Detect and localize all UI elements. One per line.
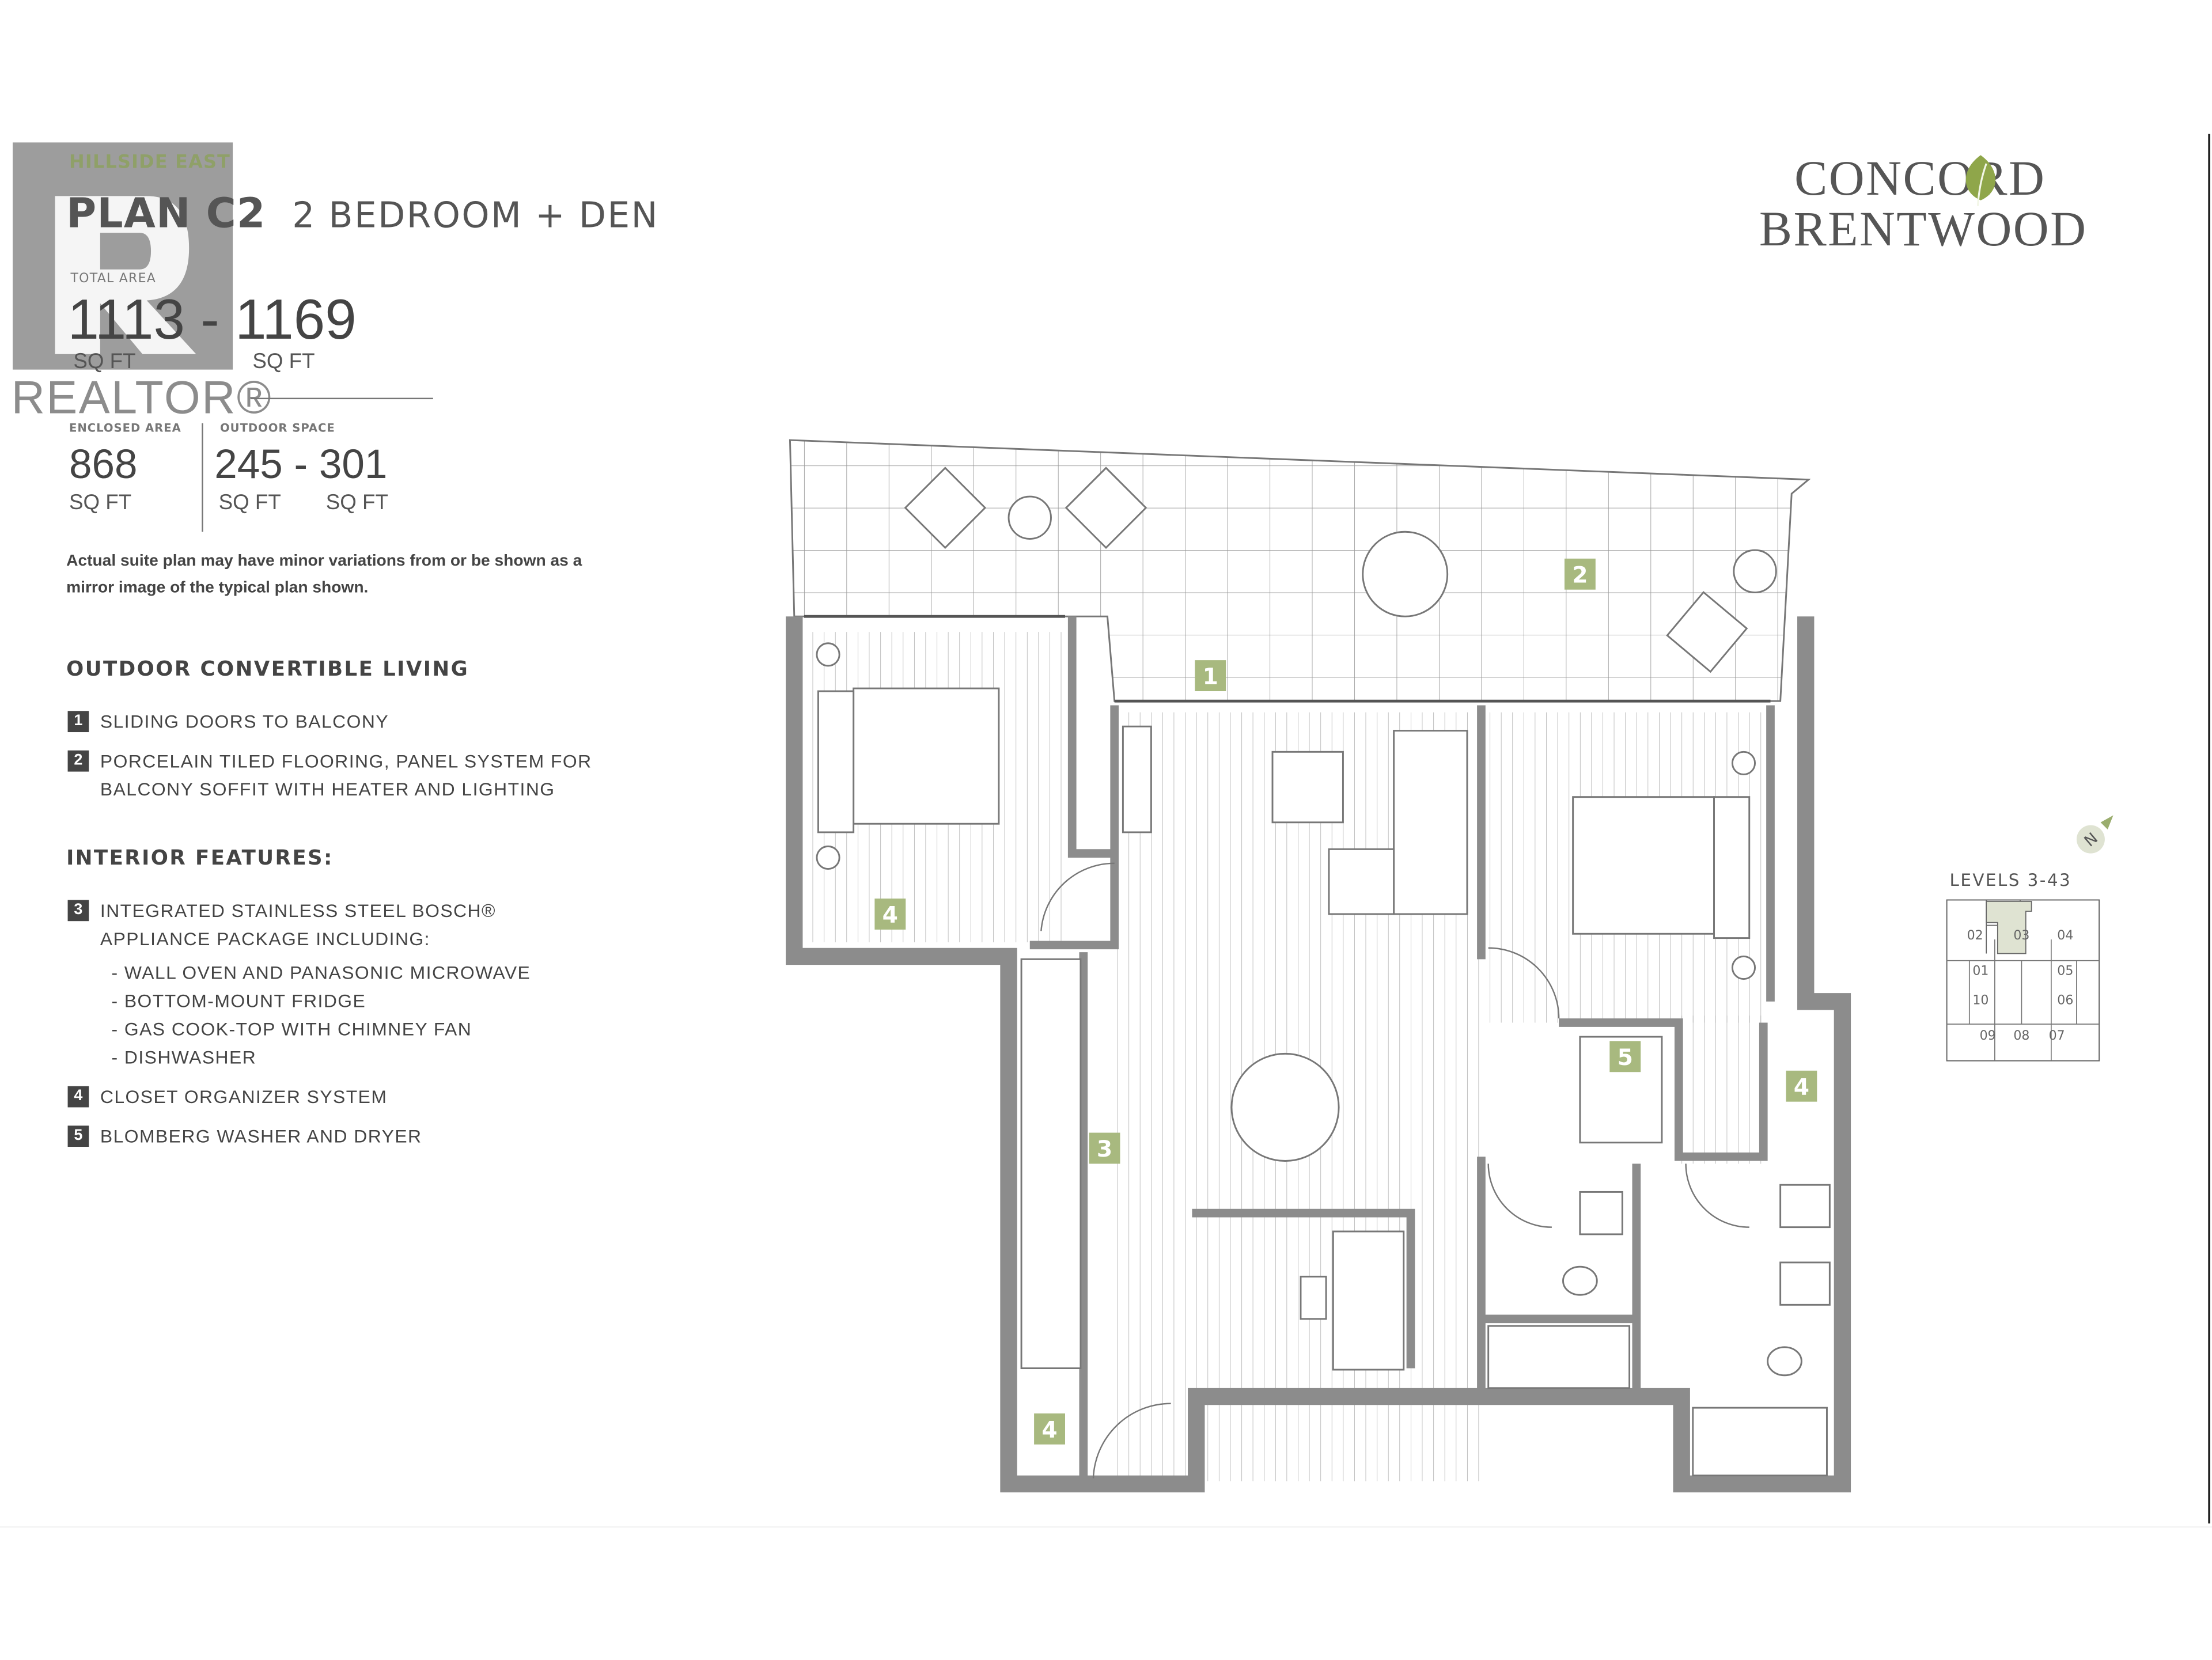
svg-text:4: 4 xyxy=(1794,1074,1809,1100)
unit-05: 05 xyxy=(2057,964,2073,978)
marker-4c: 4 xyxy=(1034,1413,1065,1445)
exterior-wall xyxy=(786,616,1851,1493)
plan-type: 2 BEDROOM + DEN xyxy=(292,194,659,236)
marker-3: 3 xyxy=(1089,1132,1120,1164)
outdoor-space-value: 245 - 301 xyxy=(214,444,387,488)
total-min-unit: SQ FT xyxy=(73,350,136,374)
plan-title: PLAN C2 2 BEDROOM + DEN xyxy=(66,189,659,240)
realtor-watermark-logo xyxy=(13,142,233,370)
unit-03: 03 xyxy=(2013,928,2029,943)
enclosed-unit: SQ FT xyxy=(69,491,132,515)
svg-text:4: 4 xyxy=(1041,1418,1057,1443)
plan-code: PLAN C2 xyxy=(66,189,266,237)
feature-number: 2 xyxy=(67,750,89,772)
enclosed-area-value: 868 xyxy=(69,442,138,488)
feature-number: 4 xyxy=(67,1086,89,1108)
unit-07: 07 xyxy=(2049,1029,2065,1043)
feature-text: INTEGRATED STAINLESS STEEL BOSCH® APPLIA… xyxy=(100,900,496,950)
outdoor-min: 245 xyxy=(214,442,283,488)
total-area-max: 1169 xyxy=(235,289,357,351)
svg-text:5: 5 xyxy=(1618,1045,1633,1071)
total-area-value: 1113 - 1169 xyxy=(68,290,357,350)
feature-text: CLOSET ORGANIZER SYSTEM xyxy=(100,1086,388,1108)
divider-line xyxy=(251,397,433,400)
realtor-r-icon xyxy=(55,196,196,354)
svg-text:2: 2 xyxy=(1572,562,1588,588)
enclosed-area-label: ENCLOSED AREA xyxy=(69,422,181,435)
total-area-min: 1113 xyxy=(67,289,185,351)
total-max-unit: SQ FT xyxy=(252,350,315,374)
key-plan: 02 03 04 01 05 10 06 09 08 07 xyxy=(1946,899,2100,1062)
building-name: HILLSIDE EAST xyxy=(69,152,231,174)
feature-5: 5 BLOMBERG WASHER AND DRYER xyxy=(67,1123,659,1151)
features-column: OUTDOOR CONVERTIBLE LIVING 1 SLIDING DOOR… xyxy=(66,657,659,1151)
furniture xyxy=(816,467,1831,1477)
realtor-watermark-text: REALTOR® xyxy=(11,371,273,423)
sub-item: - GAS COOK-TOP WITH CHIMNEY FAN xyxy=(111,1018,472,1040)
outdoor-heading: OUTDOOR CONVERTIBLE LIVING xyxy=(66,658,469,681)
feature-number: 3 xyxy=(67,900,89,922)
feature-number: 1 xyxy=(67,711,89,733)
leaf-icon xyxy=(1965,155,1996,206)
feature-3: 3 INTEGRATED STAINLESS STEEL BOSCH® APPLI… xyxy=(67,897,659,954)
feature-4: 4 CLOSET ORGANIZER SYSTEM xyxy=(67,1083,659,1112)
feature-markers: 1 2 3 4 4 4 5 xyxy=(874,558,1817,1445)
divider-vertical xyxy=(202,423,203,532)
bottom-margin xyxy=(0,1526,2212,1660)
sliding-door-line xyxy=(804,615,1771,703)
feature-text: SLIDING DOORS TO BALCONY xyxy=(100,711,389,733)
svg-text:4: 4 xyxy=(882,903,898,928)
unit-08: 08 xyxy=(2013,1029,2029,1043)
unit-01: 01 xyxy=(1972,964,1988,978)
unit-03-highlight xyxy=(1986,901,2032,954)
dash: - xyxy=(200,289,219,351)
logo-line-1: CONCORD xyxy=(1794,151,2046,206)
svg-text:3: 3 xyxy=(1097,1136,1112,1162)
door-swings xyxy=(1040,862,1749,1479)
svg-text:1: 1 xyxy=(1203,664,1218,690)
unit-10: 10 xyxy=(1972,994,1988,1008)
feature-1: 1 SLIDING DOORS TO BALCONY xyxy=(67,708,659,736)
unit-02: 02 xyxy=(1967,928,1983,943)
marker-5: 5 xyxy=(1609,1041,1641,1072)
sub-item: - BOTTOM-MOUNT FRIDGE xyxy=(111,990,366,1011)
feature-3-sublist: - WALL OVEN AND PANASONIC MICROWAVE - BO… xyxy=(66,959,659,1072)
outdoor-max-unit: SQ FT xyxy=(325,491,388,515)
unit-04: 04 xyxy=(2057,928,2073,943)
outdoor-min-unit: SQ FT xyxy=(218,491,281,515)
sub-item: - WALL OVEN AND PANASONIC MICROWAVE xyxy=(111,962,531,983)
feature-2: 2 PORCELAIN TILED FLOORING, PANEL SYSTEM … xyxy=(67,748,659,804)
keyplan-title: LEVELS 3-43 xyxy=(1949,870,2072,890)
total-area-label: TOTAL AREA xyxy=(70,272,157,287)
compass-icon: N xyxy=(2076,815,2113,854)
feature-number: 5 xyxy=(67,1125,89,1147)
outdoor-max: 301 xyxy=(319,442,388,488)
disclaimer: Actual suite plan may have minor variati… xyxy=(66,553,582,597)
marker-4a: 4 xyxy=(874,899,906,930)
interior-walls xyxy=(1004,616,1775,1488)
feature-text: PORCELAIN TILED FLOORING, PANEL SYSTEM F… xyxy=(100,750,592,800)
unit-09: 09 xyxy=(1980,1029,1996,1043)
marker-2: 2 xyxy=(1564,558,1596,590)
feature-text: BLOMBERG WASHER AND DRYER xyxy=(100,1125,422,1147)
outdoor-space-label: OUTDOOR SPACE xyxy=(220,422,335,435)
unit-06: 06 xyxy=(2057,994,2073,1008)
sub-item: - DISHWASHER xyxy=(111,1047,257,1068)
marker-4b: 4 xyxy=(1786,1070,1817,1102)
dash: - xyxy=(294,442,308,488)
interior-heading: INTERIOR FEATURES: xyxy=(66,847,334,871)
marker-1: 1 xyxy=(1195,660,1226,692)
logo-line-2: BRENTWOOD xyxy=(1759,202,2088,257)
